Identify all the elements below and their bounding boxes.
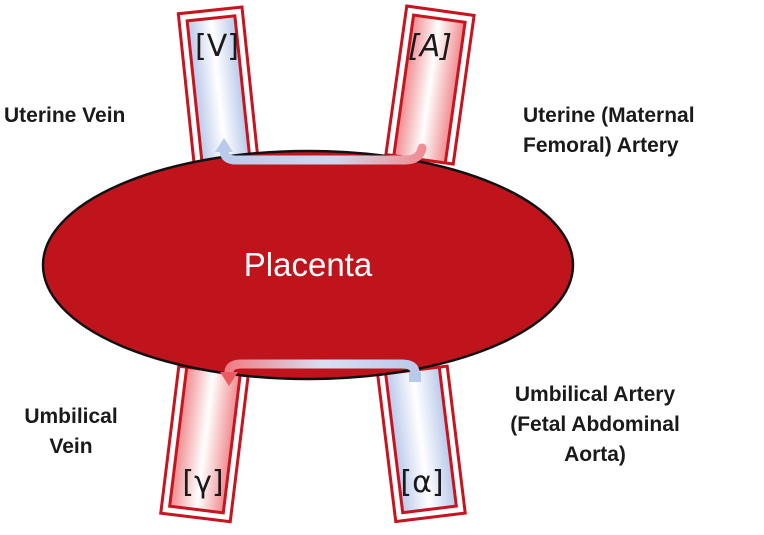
umbilical-vein-label-line: Umbilical <box>24 405 118 428</box>
uterine-artery-symbol: [A] <box>408 29 452 64</box>
umbilical-vein-label-line: Vein <box>49 435 93 458</box>
uterine-vein-label: Uterine Vein <box>4 101 125 131</box>
uterine-artery-label-line: Uterine (Maternal <box>523 104 695 127</box>
umbilical-artery-symbol: [α] <box>400 465 443 500</box>
umbilical-artery-label-line: Aorta) <box>564 443 626 466</box>
umbilical-artery-label-line: (Fetal Abdominal <box>510 413 680 436</box>
umbilical-artery-label: Umbilical Artery (Fetal Abdominal Aorta) <box>485 380 705 470</box>
umbilical-vein-symbol: [γ] <box>182 465 223 500</box>
uterine-vein-symbol: [V] <box>195 29 239 64</box>
placenta-shape <box>41 149 575 381</box>
umbilical-vein-label: Umbilical Vein <box>10 402 132 462</box>
uterine-vein-label-line: Uterine Vein <box>4 104 126 127</box>
maternal-flow-arrow <box>215 138 427 165</box>
fetal-flow-arrow <box>220 359 421 386</box>
umbilical-artery-label-line: Umbilical Artery <box>514 383 676 406</box>
uterine-artery-label: Uterine (Maternal Femoral) Artery <box>523 101 695 161</box>
uterine-artery-label-line: Femoral) Artery <box>523 134 679 157</box>
placenta-label: Placenta <box>244 246 373 283</box>
